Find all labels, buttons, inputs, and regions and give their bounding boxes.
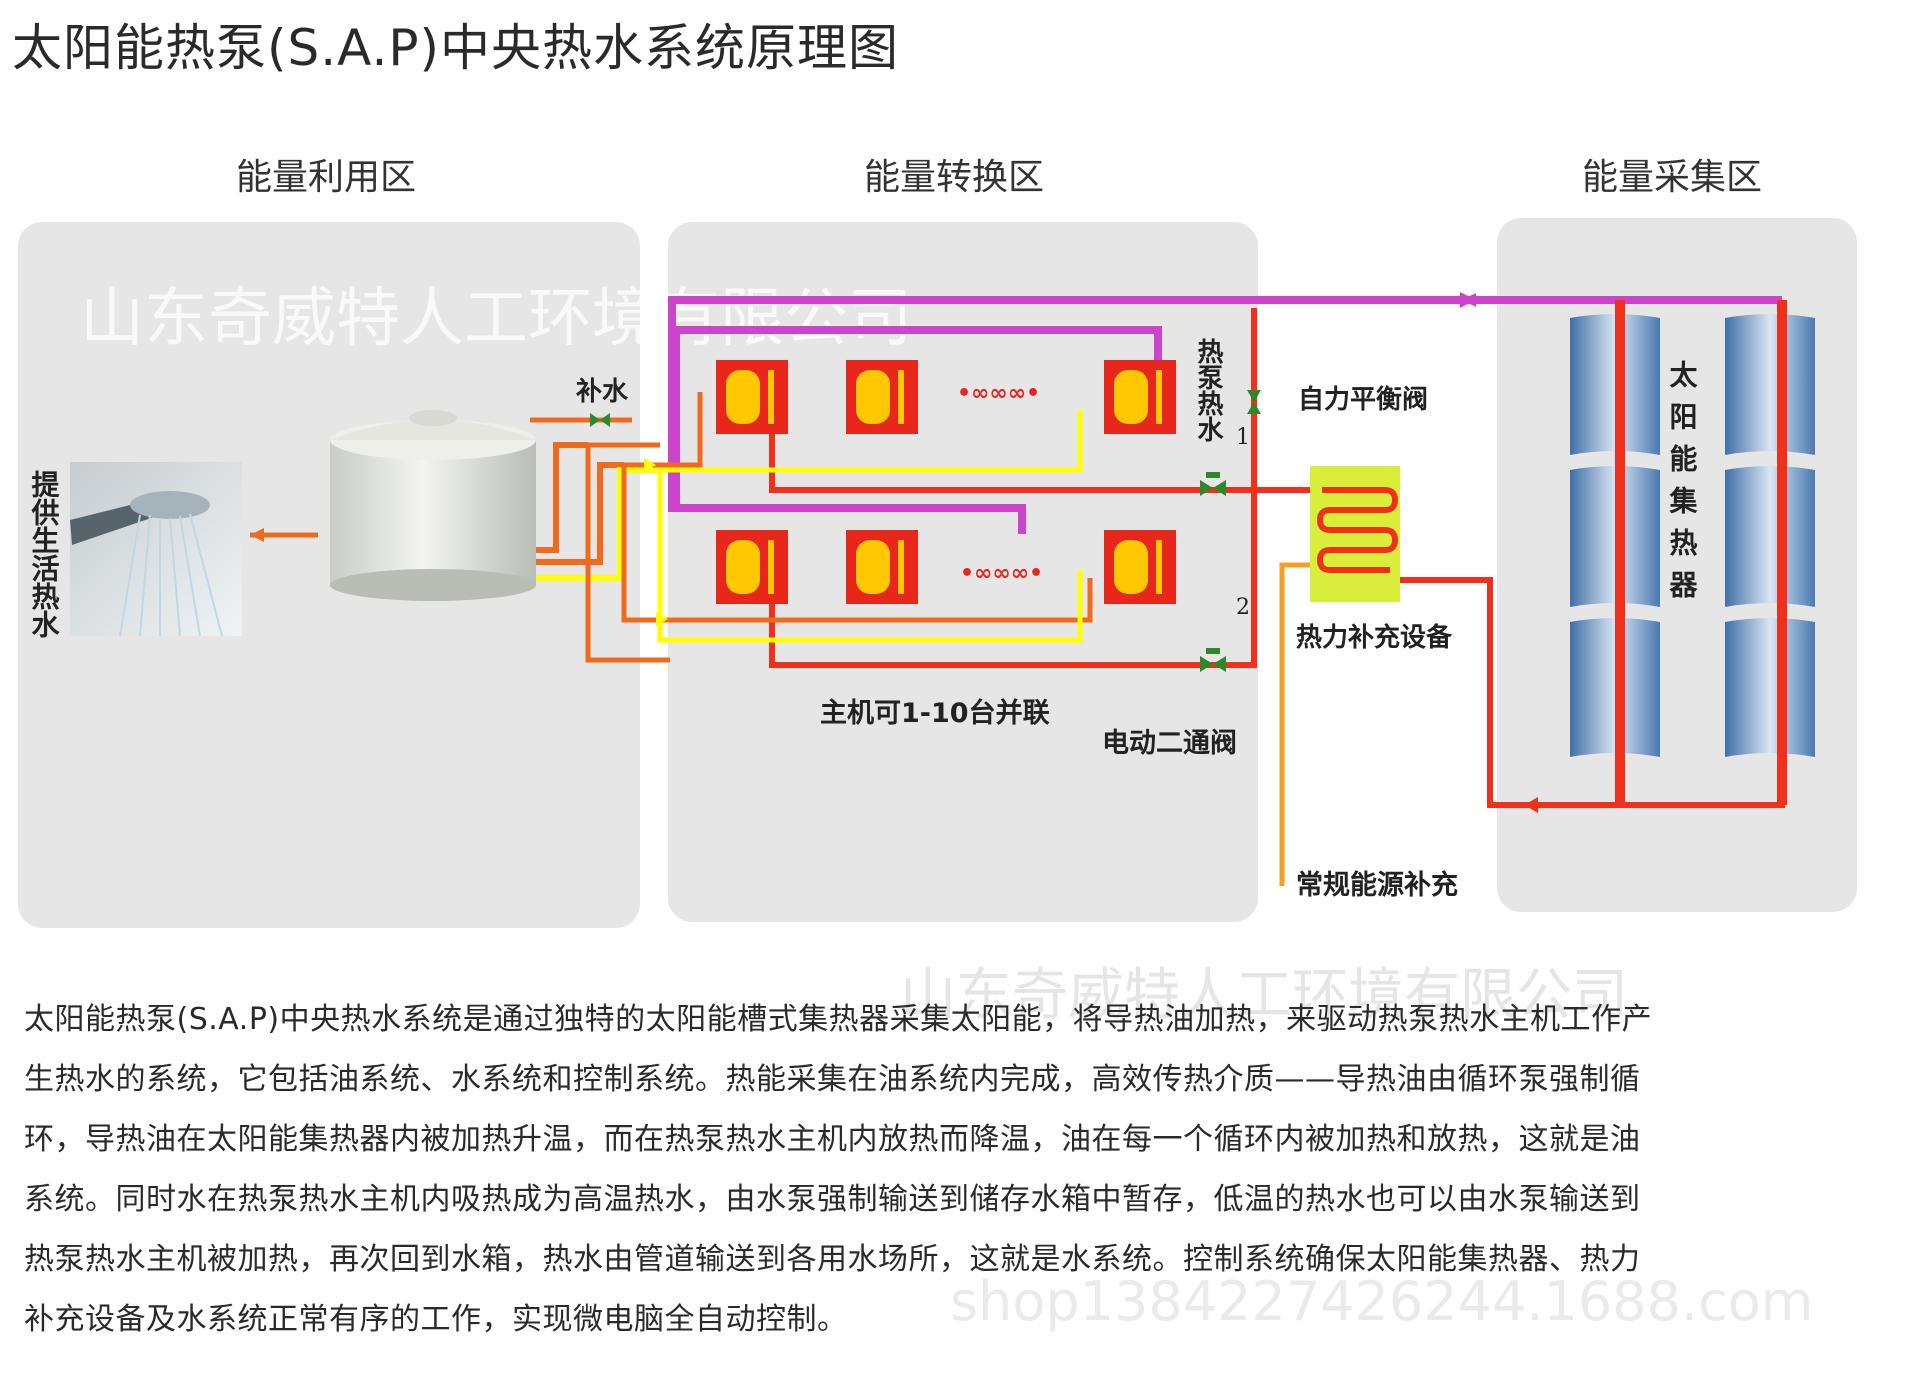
electric-valve-2-icon [1200, 648, 1226, 672]
label-solar-collector: 太阳能集热器 [1666, 360, 1699, 612]
description-paragraph: 太阳能热泵(S.A.P)中央热水系统是通过独特的太阳能槽式集热器采集太阳能，将导… [24, 990, 1864, 1350]
label-num-2: 2 [1236, 595, 1250, 620]
shower-image [70, 462, 242, 637]
label-num-1: 1 [1236, 425, 1250, 450]
description-line: 补充设备及水系统正常有序的工作，实现微电脑全自动控制。 [24, 1302, 848, 1337]
description-line: 系统。同时水在热泵热水主机内吸热成为高温热水，由水泵强制输送到储存水箱中暂存，低… [24, 1182, 1641, 1217]
zone-bg-utilization [18, 222, 640, 928]
watermark-shop: shop1384227426244.1688.com [950, 1270, 1813, 1333]
label-heat-supplement-device: 热力补充设备 [1296, 622, 1453, 653]
heat-pump-units [716, 360, 1176, 604]
label-hosts-parallel: 主机可1-10台并联 [820, 697, 1050, 729]
electric-valve-1-icon [1200, 472, 1226, 496]
label-supply-hot-water: 提供生活热水 [28, 470, 61, 638]
heat-supplement-coil [1310, 466, 1400, 602]
svg-text:•∞∞∞•: •∞∞∞• [960, 561, 1043, 586]
description-line: 环，导热油在太阳能集热器内被加热升温，而在热泵热水主机内放热而降温，油在每一个循… [24, 1122, 1641, 1157]
label-make-up-water: 补水 [576, 377, 629, 407]
water-tank [330, 410, 536, 601]
label-self-balancing-valve: 自力平衡阀 [1298, 384, 1428, 415]
zone-label-collection: 能量采集区 [1582, 157, 1763, 198]
self-balancing-valve-icon [1247, 390, 1261, 414]
label-heat-pump-hot-water: 热泵热水 [1193, 338, 1223, 442]
svg-text:•∞∞∞•: •∞∞∞• [957, 381, 1040, 406]
watermark-company-top: 山东奇威特人工环境有限公司 [80, 282, 912, 356]
watermark-company-bottom: 山东奇威特人工环境有限公司 [900, 963, 1628, 1028]
description-line: 热泵热水主机被加热，再次回到水箱，热水由管道输送到各用水场所，这就是水系统。控制… [24, 1242, 1641, 1277]
label-conventional-energy: 常规能源补充 [1296, 869, 1458, 901]
page-title: 太阳能热泵(S.A.P)中央热水系统原理图 [12, 19, 900, 77]
label-electric-two-way-valve: 电动二通阀 [1102, 728, 1237, 759]
zone-label-conversion: 能量转换区 [864, 157, 1045, 198]
description-line: 生热水的系统，它包括油系统、水系统和控制系统。热能采集在油系统内完成，高效传热介… [24, 1062, 1641, 1097]
description-line: 太阳能热泵(S.A.P)中央热水系统是通过独特的太阳能槽式集热器采集太阳能，将导… [24, 1002, 1653, 1037]
zone-label-utilization: 能量利用区 [236, 157, 417, 198]
